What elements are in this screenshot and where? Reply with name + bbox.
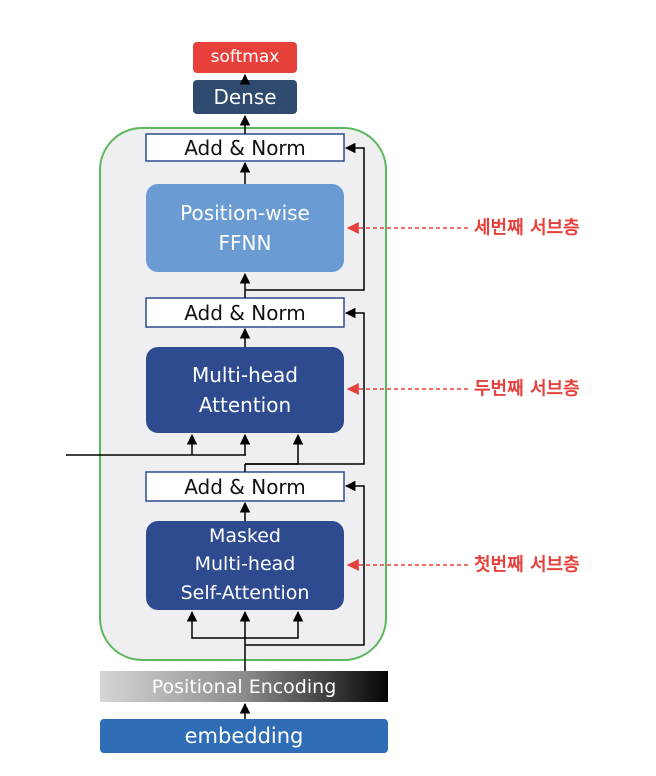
masked-label-line2: Multi-head <box>195 553 296 575</box>
annotation-arrows <box>346 222 468 571</box>
multi-head-attention-box <box>146 347 344 433</box>
positional-encoding-label: Positional Encoding <box>152 676 337 698</box>
flow-connectors <box>186 73 365 719</box>
masked-label-line1: Masked <box>209 525 281 547</box>
masked-label-line3: Self-Attention <box>181 582 310 604</box>
embedding-label: embedding <box>185 724 304 748</box>
embedding-box <box>100 719 388 753</box>
add-norm-bottom-label: Add & Norm <box>184 475 306 499</box>
add-norm-bottom-box <box>145 471 345 502</box>
ffnn-label-line1: Position-wise <box>180 201 310 225</box>
annotation-first-sublayer: 첫번째 서브층 <box>474 555 580 576</box>
annotation-second-sublayer: 두번째 서브층 <box>474 379 580 400</box>
masked-attention-box <box>146 521 344 610</box>
annotation-third-sublayer: 세번째 서브층 <box>474 218 580 239</box>
softmax-box <box>193 42 297 73</box>
positional-encoding-bar <box>100 671 388 702</box>
mha-label-line2: Attention <box>199 393 291 417</box>
dense-box <box>193 80 297 114</box>
add-norm-mid-label: Add & Norm <box>184 301 306 325</box>
ffnn-box <box>146 184 344 272</box>
add-norm-mid-box <box>145 297 345 328</box>
add-norm-top-label: Add & Norm <box>184 136 306 160</box>
mha-label-line1: Multi-head <box>192 363 298 387</box>
ffnn-label-line2: FFNN <box>219 231 272 255</box>
dense-label: Dense <box>213 85 276 109</box>
softmax-label: softmax <box>211 47 280 67</box>
